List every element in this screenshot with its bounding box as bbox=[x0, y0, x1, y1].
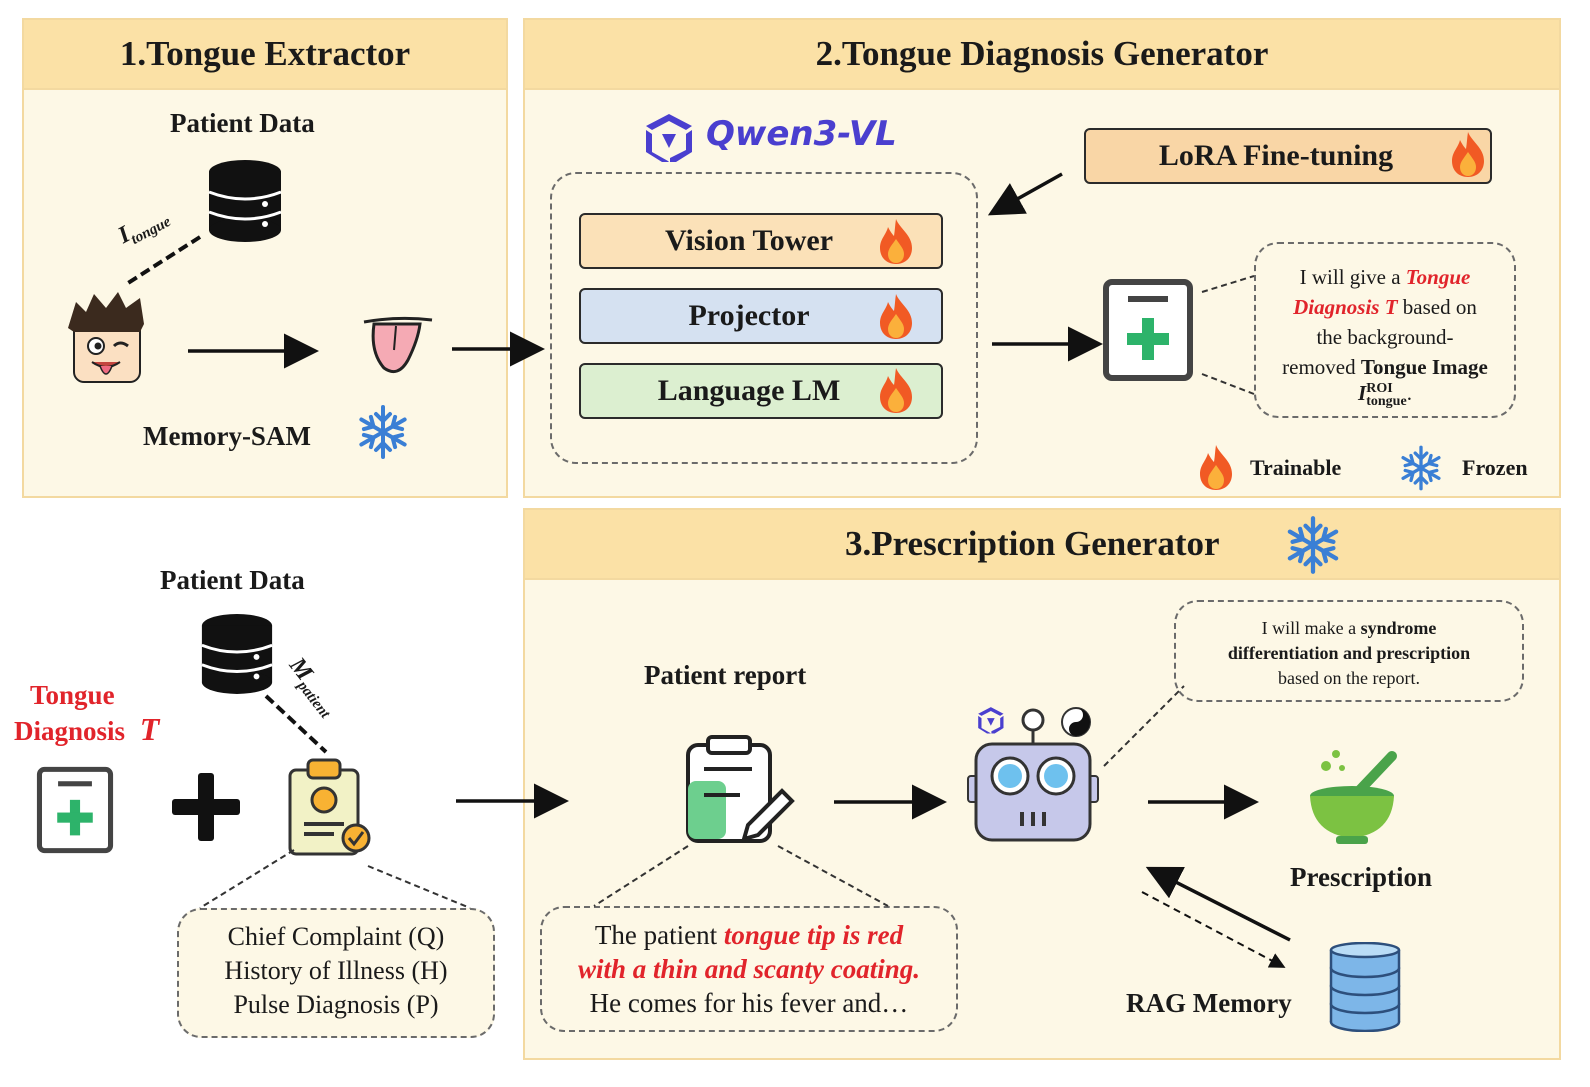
callout-sup: ROI bbox=[1366, 381, 1393, 396]
qwen-model-name: Qwen3-VL bbox=[706, 114, 897, 154]
syndrome-text-2: based on the report. bbox=[1278, 668, 1420, 688]
tongue-diag-symbol: T bbox=[139, 711, 160, 747]
clipboard-callout-link-left bbox=[199, 849, 295, 909]
snowflake-icon bbox=[1287, 516, 1339, 574]
lora-finetuning-module: LoRA Fine-tuning bbox=[1084, 128, 1492, 184]
database-icon bbox=[201, 614, 273, 694]
fire-icon bbox=[1452, 132, 1484, 177]
clipboard-icon bbox=[288, 758, 371, 856]
syndrome-bold-1: syndrome bbox=[1360, 618, 1437, 638]
fire-icon bbox=[1200, 445, 1232, 490]
report-text-callout: The patient tongue tip is red with a thi… bbox=[540, 906, 958, 1032]
tongue-diag-line-2: Diagnosis bbox=[14, 716, 126, 746]
snowflake-icon bbox=[1401, 445, 1441, 491]
callout-end: . bbox=[1406, 380, 1412, 405]
callout-highlight-1: Tongue bbox=[1405, 265, 1471, 289]
callout-text-1: I will give a bbox=[1299, 265, 1406, 289]
panel-3-title-text: 3.Prescription Generator bbox=[845, 524, 1220, 563]
plus-icon bbox=[172, 773, 240, 841]
language-lm-label: Language LM bbox=[657, 374, 841, 407]
panel-1-title: 1.Tongue Extractor bbox=[24, 20, 506, 90]
callout-text-3: the background- bbox=[1316, 325, 1454, 349]
tongue-icon bbox=[363, 316, 433, 374]
qwen-logo-icon bbox=[646, 114, 692, 162]
database-icon bbox=[208, 160, 282, 242]
clipboard-callout-link-right bbox=[367, 865, 471, 909]
callout-text-4: removed bbox=[1282, 355, 1361, 379]
callout-symbol: I bbox=[1358, 380, 1367, 405]
rag-memory-label: RAG Memory bbox=[1126, 988, 1292, 1018]
patient-report-label: Patient report bbox=[644, 660, 807, 690]
fire-icon bbox=[880, 219, 912, 264]
diagnosis-callout: I will give a Tongue Diagnosis T based o… bbox=[1254, 242, 1516, 418]
database-icon bbox=[1329, 942, 1401, 1032]
robot-icon bbox=[967, 707, 1099, 842]
vision-tower-label: Vision Tower bbox=[664, 224, 834, 257]
fire-icon bbox=[880, 294, 912, 339]
medical-report-icon bbox=[1103, 279, 1193, 381]
medical-report-icon bbox=[36, 766, 114, 854]
syndrome-callout: I will make a syndrome differentiation a… bbox=[1174, 600, 1524, 702]
legend-frozen: Frozen bbox=[1462, 455, 1528, 480]
report-writing-icon bbox=[686, 735, 795, 843]
tongue-extractor-panel: 1.Tongue Extractor bbox=[22, 18, 508, 498]
panel-3-title: 3.Prescription Generator bbox=[525, 510, 1559, 580]
history-illness-item: History of Illness (H) bbox=[224, 956, 448, 985]
syndrome-bold-2: differentiation and prescription bbox=[1227, 643, 1471, 663]
callout-bold: Tongue Image bbox=[1360, 355, 1488, 379]
panel-2-title: 2.Tongue Diagnosis Generator bbox=[525, 20, 1559, 90]
report-highlight-2: with a thin and scanty coating. bbox=[577, 954, 921, 984]
report-text-1: The patient bbox=[594, 920, 724, 950]
herbal-bowl-icon bbox=[1310, 750, 1397, 844]
lora-label: LoRA Fine-tuning bbox=[1158, 139, 1394, 172]
report-highlight-1: tongue tip is red bbox=[723, 920, 904, 950]
callout-text-2: based on bbox=[1397, 295, 1477, 319]
projector-label: Projector bbox=[688, 299, 810, 332]
patient-data-label-1: Patient Data bbox=[170, 108, 315, 138]
mem-subscript: patient bbox=[294, 678, 333, 722]
patient-data-label-2: Patient Data bbox=[160, 565, 305, 595]
tongue-diagnosis-label: Tongue Diagnosis T bbox=[14, 678, 159, 748]
language-lm-module: Language LM bbox=[579, 363, 943, 419]
snowflake-icon bbox=[359, 405, 407, 459]
memory-sam-label: Memory-SAM bbox=[143, 421, 311, 451]
patient-info-callout: Chief Complaint (Q) History of Illness (… bbox=[177, 908, 495, 1038]
memory-symbol-patient: Mpatient bbox=[280, 653, 344, 722]
tongue-diag-line-1: Tongue bbox=[30, 680, 115, 710]
boy-face-icon bbox=[68, 292, 144, 383]
callout-highlight-2: Diagnosis T bbox=[1293, 295, 1398, 319]
pulse-diagnosis-item: Pulse Diagnosis (P) bbox=[233, 990, 439, 1019]
callout-sub: tongue bbox=[1366, 394, 1407, 409]
fire-icon bbox=[880, 368, 912, 413]
syndrome-text-1: I will make a bbox=[1261, 618, 1361, 638]
chief-complaint-item: Chief Complaint (Q) bbox=[227, 922, 445, 951]
prescription-label: Prescription bbox=[1290, 862, 1432, 892]
report-text-2: He comes for his fever and… bbox=[589, 988, 909, 1018]
legend-trainable: Trainable bbox=[1250, 455, 1342, 480]
